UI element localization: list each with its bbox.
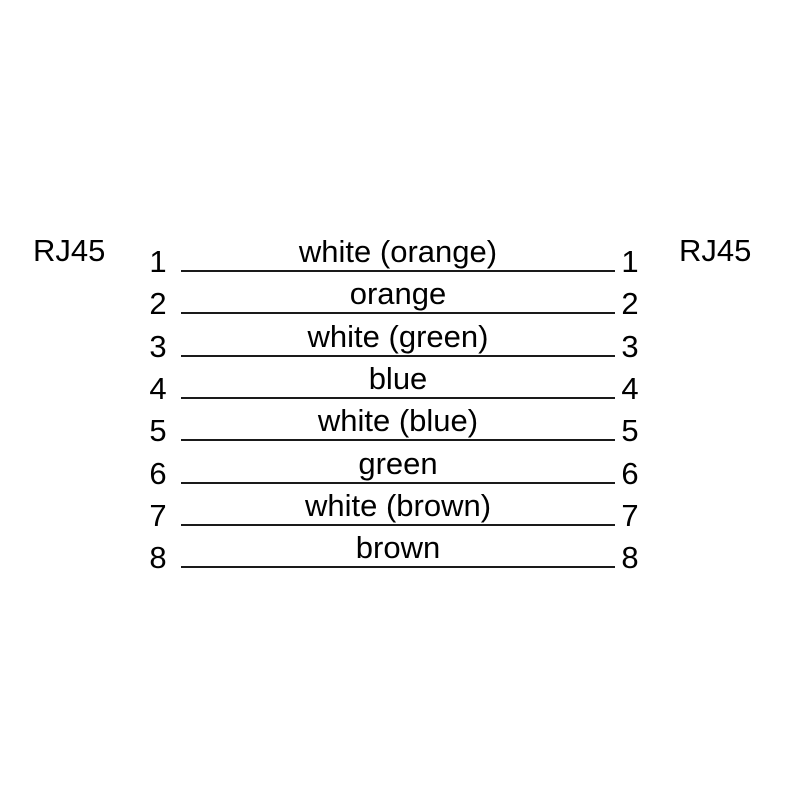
left-pin-number: 4 <box>149 370 167 406</box>
right-pin-number: 4 <box>621 370 639 406</box>
right-pin-number: 1 <box>621 244 639 279</box>
left-pin-number: 2 <box>149 286 167 322</box>
wire-color-label: white (brown) <box>304 487 492 523</box>
wire-line <box>181 396 615 399</box>
wire-color-label: white (blue) <box>317 403 479 439</box>
left-connector-label: RJ45 <box>33 233 106 268</box>
right-pin-number: 2 <box>621 286 639 322</box>
wire-line <box>181 354 615 357</box>
wire-line <box>181 439 615 442</box>
wire-color-label: orange <box>349 276 447 312</box>
wire-line <box>181 481 615 484</box>
wire-line <box>181 312 615 315</box>
right-pin-number: 5 <box>621 413 639 449</box>
left-pin-number: 5 <box>149 413 167 449</box>
left-pin-number: 3 <box>149 328 167 364</box>
right-pin-number: 8 <box>621 540 639 576</box>
left-pin-number: 1 <box>149 244 167 279</box>
wire-line <box>181 523 615 526</box>
right-pin-number: 6 <box>621 455 639 491</box>
left-pin-number: 8 <box>149 540 167 576</box>
right-pin-number: 3 <box>621 328 639 364</box>
wire-color-label: brown <box>355 530 441 566</box>
wire-color-label: white (orange) <box>298 234 498 269</box>
right-connector-label: RJ45 <box>679 233 752 268</box>
wire-line <box>181 270 615 272</box>
wire-color-label: green <box>358 445 438 481</box>
wire-color-label: blue <box>368 360 428 396</box>
left-pin-number: 6 <box>149 455 167 491</box>
left-pin-number: 7 <box>149 497 167 533</box>
wire-line <box>181 566 615 569</box>
right-pin-number: 7 <box>621 497 639 533</box>
wire-color-label: white (green) <box>307 318 489 354</box>
